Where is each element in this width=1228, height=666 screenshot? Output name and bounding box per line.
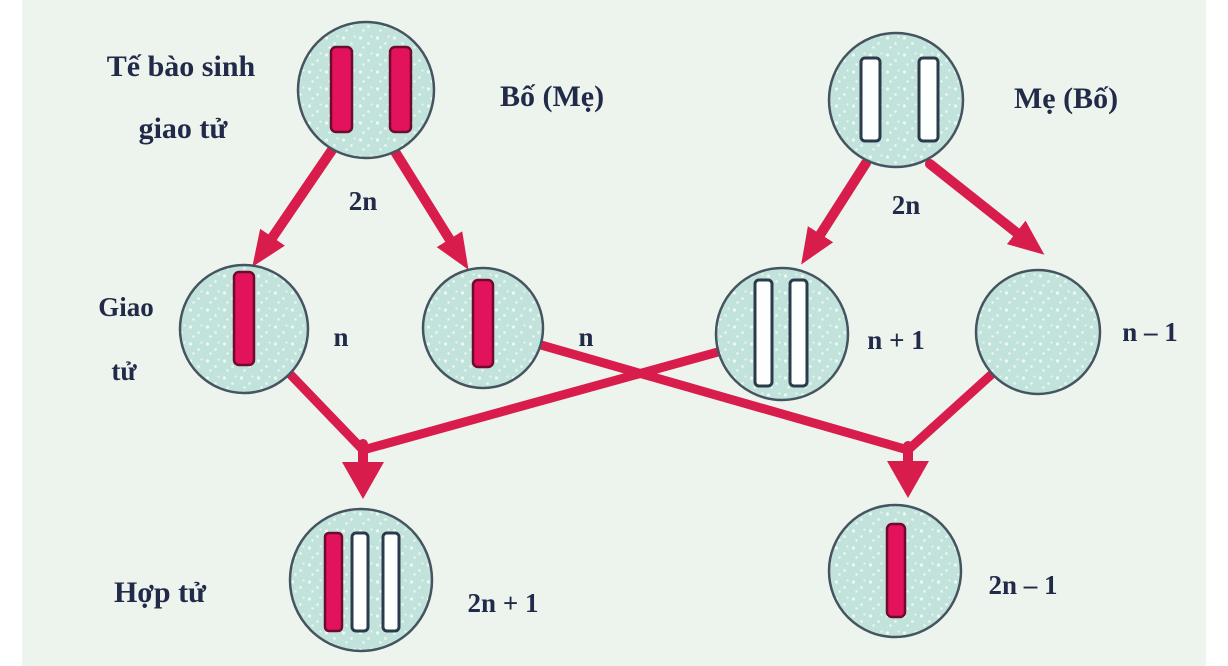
chromosome-white (788, 278, 809, 388)
line-gamete-3-to-zygote-1 (358, 347, 723, 455)
cell-zygote-1 (288, 507, 434, 653)
cell-parent-father (296, 20, 436, 160)
arrow-father-to-gamete-2 (389, 145, 469, 270)
ploidy-gamete-1-n: n (333, 322, 348, 352)
chromosome-white (859, 56, 882, 143)
row-label-zygote: Hợp tử (114, 576, 207, 609)
line-gamete-1-to-zygote-1 (283, 367, 368, 455)
ploidy-zygote-2-2n-minus-1: 2n – 1 (988, 570, 1057, 600)
caption-father: Bố (Mẹ) (500, 80, 604, 113)
chromosome-red (232, 270, 256, 367)
chromosome-red (471, 278, 495, 369)
chromosome-red (323, 531, 344, 633)
chromosome-white (350, 531, 370, 633)
arrow-father-to-gamete-1 (252, 145, 337, 267)
ploidy-gamete-4-n-minus-1: n – 1 (1122, 317, 1178, 347)
cell-gamete-4 (974, 268, 1102, 396)
chromosome-red (329, 45, 354, 134)
cell-zygote-2 (827, 503, 963, 639)
ploidy-mother-2n: 2n (892, 190, 921, 220)
cell-gamete-3 (714, 266, 850, 402)
chromosome-white (753, 278, 774, 388)
chromosome-red (388, 45, 413, 134)
cell-membrane (296, 20, 436, 160)
cell-gamete-1 (178, 263, 310, 395)
caption-mother: Mẹ (Bố) (1014, 82, 1118, 115)
cell-gamete-2 (421, 266, 545, 390)
cell-layer (178, 20, 1102, 653)
arrow-mother-to-gamete-4 (925, 159, 1045, 255)
chromosome-white (381, 531, 401, 633)
row-label-gamete-line1: Giao (98, 292, 154, 322)
arrow-mother-to-gamete-3 (801, 158, 871, 265)
arrow-layer (252, 145, 1045, 499)
ploidy-gamete-2-n: n (578, 322, 593, 352)
ploidy-zygote-1-2n-plus-1: 2n + 1 (468, 588, 539, 618)
chromosome-white (917, 56, 940, 143)
row-label-generative-cell-line1: Tế bào sinh (107, 50, 256, 83)
cell-membrane (827, 31, 965, 169)
cell-membrane (974, 268, 1102, 396)
row-label-generative-cell-line2: giao tử (139, 112, 229, 145)
line-gamete-2-to-zygote-2 (536, 340, 913, 455)
row-label-gamete-line2: tử (111, 356, 137, 386)
label-layer: Tế bào sinh giao tử Bố (Mẹ) Mẹ (Bố) 2n 2… (98, 50, 1178, 618)
ploidy-gamete-3-n-plus-1: n + 1 (867, 325, 924, 355)
cell-parent-mother (827, 31, 965, 169)
cell-membrane (714, 266, 850, 402)
ploidy-father-2n: 2n (349, 186, 378, 216)
line-gamete-4-to-zygote-2 (903, 369, 997, 455)
chromosome-red (885, 522, 907, 619)
